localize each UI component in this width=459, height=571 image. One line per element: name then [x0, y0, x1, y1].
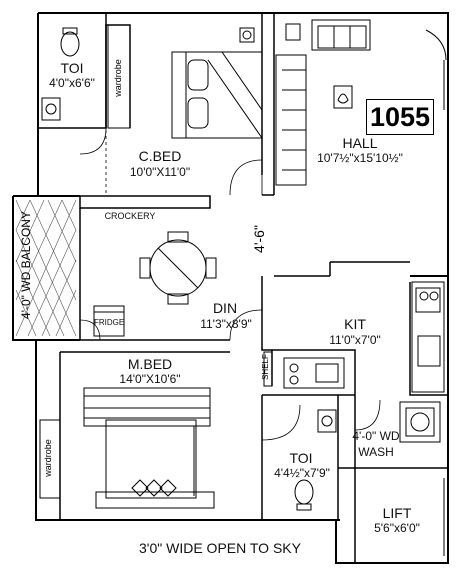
- cbed-bed: [171, 27, 263, 139]
- shelf-box: [263, 351, 273, 387]
- wardrobe-bottom: [39, 419, 61, 499]
- hall-label: HALL: [342, 135, 378, 151]
- lift-dims: 5'6"x6'0": [374, 521, 420, 535]
- passage-dims: 4'-6": [251, 225, 267, 253]
- hall-window: [425, 29, 449, 110]
- cbed-label: C.BED: [138, 148, 182, 164]
- wardrobe-top: [107, 24, 131, 129]
- fridge-label: FRIDGE: [94, 318, 125, 327]
- wash-unit: [399, 401, 441, 443]
- balcony-hatch: [15, 199, 77, 337]
- mbed-bed: [83, 387, 215, 509]
- din-dims: 11'3"x8'9": [200, 317, 252, 331]
- toi-top-label: TOI: [60, 60, 84, 76]
- open-to-sky-label: 3'0" WIDE OPEN TO SKY: [139, 540, 301, 556]
- wash-sub-label: WASH: [358, 445, 394, 459]
- toi-top-dims: 4'0"x6'6": [49, 76, 95, 90]
- wc-top: [41, 27, 80, 121]
- toi-bottom-dims: 4'4½"x7'9": [274, 466, 330, 480]
- toi-bottom-label: TOI: [289, 450, 313, 466]
- kitchen-counter: [283, 281, 445, 393]
- door-swings: [79, 127, 381, 441]
- fridge-box: [93, 305, 125, 337]
- mbed-dims: 14'0"X10'6": [119, 372, 181, 386]
- unit-number-badge: 1055: [366, 99, 434, 135]
- lift-label: LIFT: [382, 505, 412, 521]
- wash-label: 4'-0" WD: [352, 429, 400, 443]
- balcony-label: 4'-0" WD BALCONY: [19, 211, 33, 319]
- cbed-dims: 10'0"X11'0": [129, 165, 191, 179]
- crockery-label: CROCKERY: [104, 211, 156, 221]
- din-label: DIN: [212, 300, 238, 316]
- wardrobe-bottom-label: wardrobe: [43, 439, 53, 477]
- dining-table: [139, 231, 217, 305]
- wardrobe-top-label: wardrobe: [113, 59, 123, 97]
- kit-label: KIT: [344, 316, 366, 332]
- kit-dims: 11'0"x7'0": [329, 333, 381, 347]
- mbed-label: M.BED: [127, 356, 173, 372]
- wc-bottom: [294, 409, 337, 511]
- shelf-label: SHELF: [261, 354, 270, 380]
- inner-walls: [36, 13, 448, 563]
- hall-dims: 10'7½"x15'10½": [317, 151, 403, 165]
- hall-sofa: [275, 19, 371, 186]
- walls: [12, 12, 449, 564]
